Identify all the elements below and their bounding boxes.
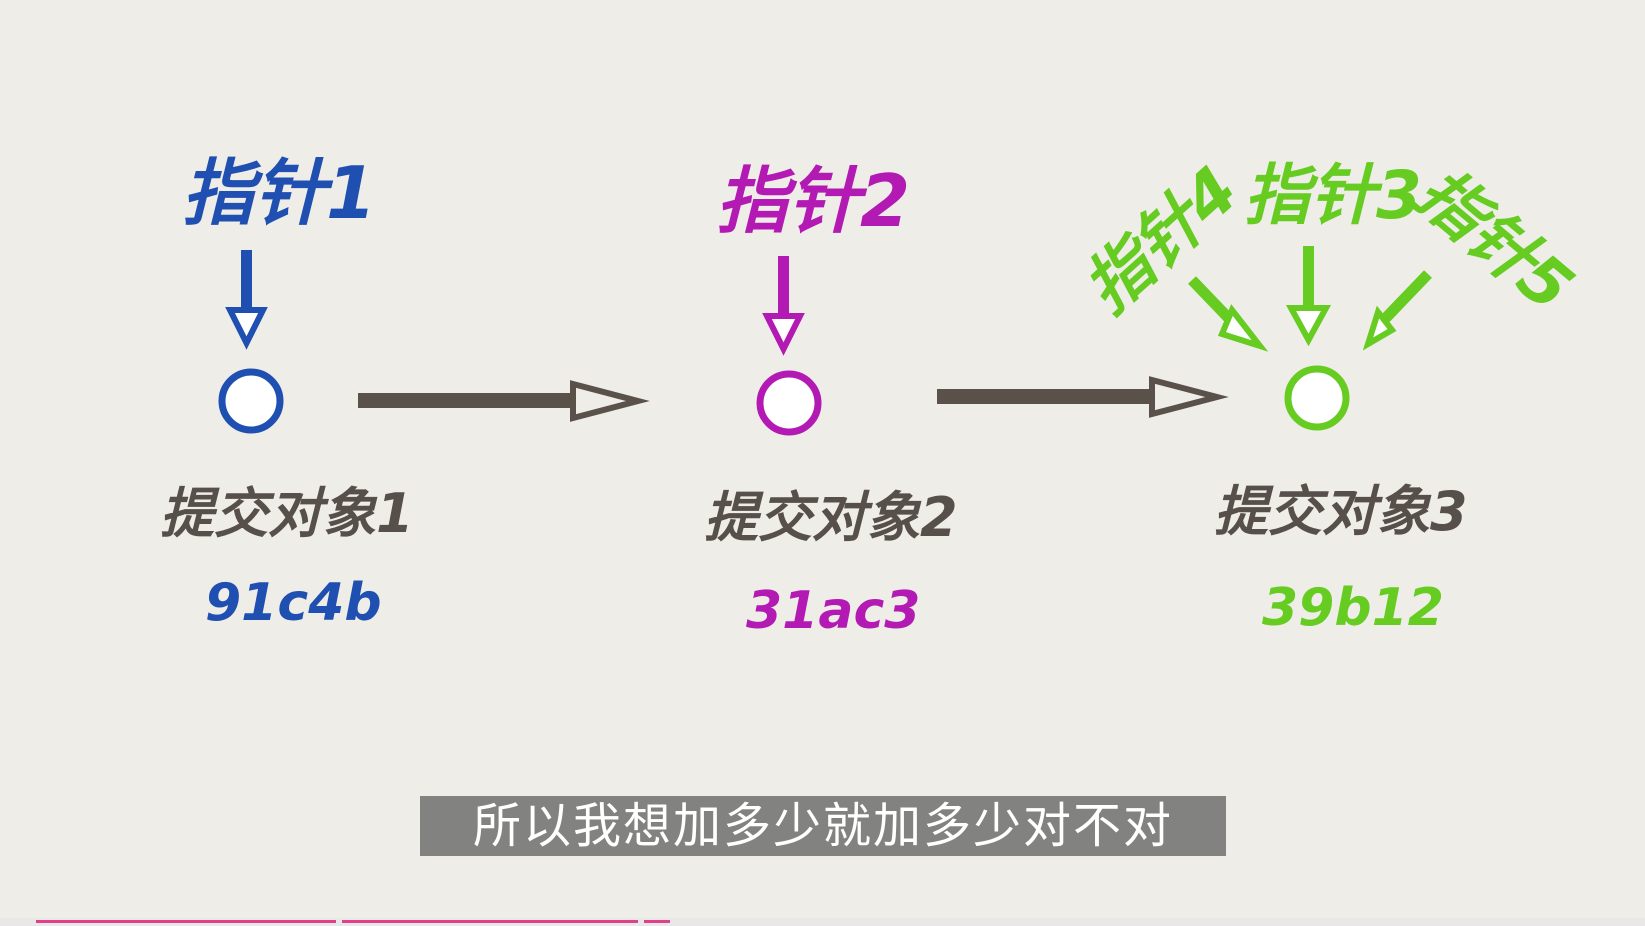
- commit-label-3: 提交对象3: [1214, 480, 1468, 543]
- pointer-label-1: 指针1: [182, 151, 376, 235]
- subtitle-caption: 所以我想加多少就加多少对不对: [420, 796, 1226, 856]
- pointer-label-2: 指针2: [716, 159, 910, 243]
- pointer-label-4: 指针4: [1069, 152, 1253, 328]
- pointer-label-3: 指针3: [1244, 157, 1422, 234]
- commit-hash-1: 91c4b: [205, 573, 382, 633]
- pointer-arrow-3: [1285, 246, 1332, 347]
- commit-link-arrow-1: [358, 380, 650, 422]
- video-progress-bar[interactable]: [0, 918, 1645, 926]
- pointer-label-5: 指针5: [1402, 153, 1588, 326]
- commit-node-2: [756, 370, 822, 436]
- commit-label-2: 提交对象2: [704, 486, 958, 549]
- progress-segment: [342, 920, 638, 923]
- commit-node-3: [1284, 365, 1350, 431]
- commit-link-arrow-2: [937, 376, 1229, 418]
- commit-hash-2: 31ac3: [746, 581, 920, 641]
- commit-label-1: 提交对象1: [160, 482, 414, 545]
- pointer-arrow-2: [762, 256, 805, 356]
- pointer-arrow-5: [1362, 270, 1432, 351]
- progress-segment: [36, 920, 336, 923]
- commit-node-1: [218, 368, 284, 434]
- progress-segment: [644, 920, 670, 923]
- pointer-arrow-1: [225, 250, 268, 350]
- commit-hash-3: 39b12: [1262, 578, 1444, 638]
- pointer-arrow-4: [1188, 276, 1269, 352]
